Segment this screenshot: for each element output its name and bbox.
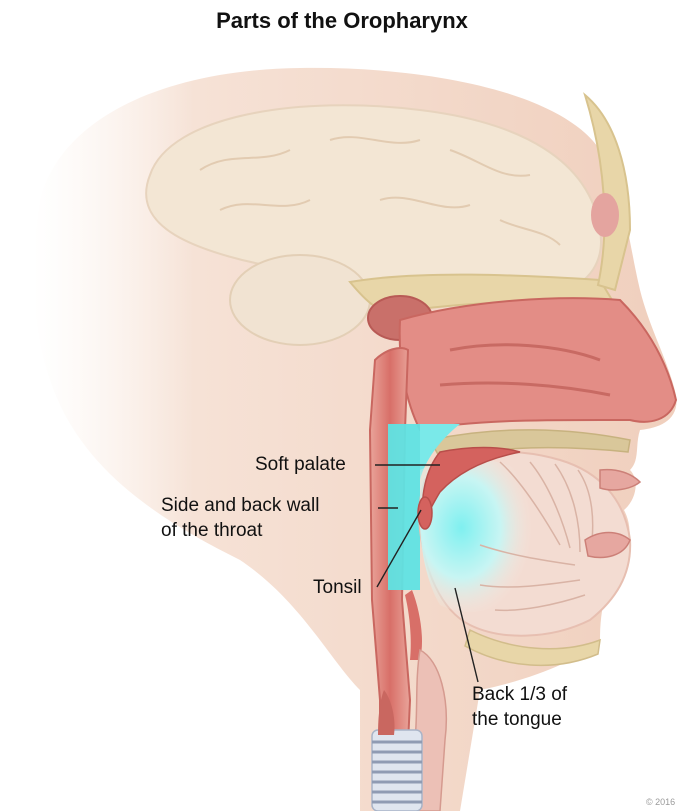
copyright-notice: © 2016 bbox=[646, 797, 675, 807]
oropharynx-highlight bbox=[388, 424, 420, 590]
trachea bbox=[372, 730, 422, 811]
label-side-back-wall-line1: Side and back wall bbox=[161, 494, 319, 518]
tonsil bbox=[418, 497, 432, 529]
label-back-tongue-line1: Back 1/3 of bbox=[472, 683, 567, 707]
cerebellum bbox=[230, 255, 370, 345]
label-side-back-wall-line2: of the throat bbox=[161, 519, 262, 543]
label-soft-palate: Soft palate bbox=[255, 453, 346, 477]
label-back-tongue-line2: the tongue bbox=[472, 708, 562, 732]
frontal-sinus bbox=[591, 193, 619, 237]
label-tonsil: Tonsil bbox=[313, 576, 362, 600]
nasal-cavity bbox=[400, 298, 676, 430]
diagram-title: Parts of the Oropharynx bbox=[0, 8, 684, 34]
